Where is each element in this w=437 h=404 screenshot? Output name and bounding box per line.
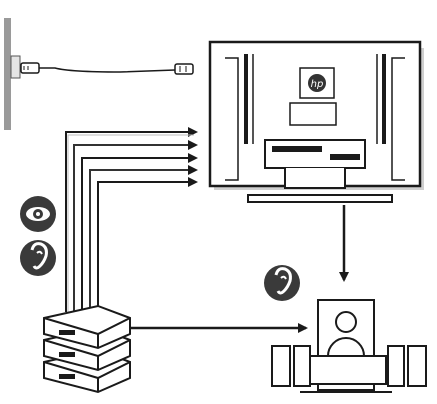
source-device [43,304,131,350]
av-cables [65,127,198,312]
monitor-back [208,40,424,203]
audio-cables [130,205,349,333]
eye-icon [20,196,56,232]
wall-outlet [4,18,21,130]
monitor-logo: hp [311,79,324,90]
speaker-system [271,299,427,393]
power-cable [20,62,194,75]
av-source-devices [43,304,131,394]
ear-icon [20,240,56,276]
ear-icon [264,265,300,301]
